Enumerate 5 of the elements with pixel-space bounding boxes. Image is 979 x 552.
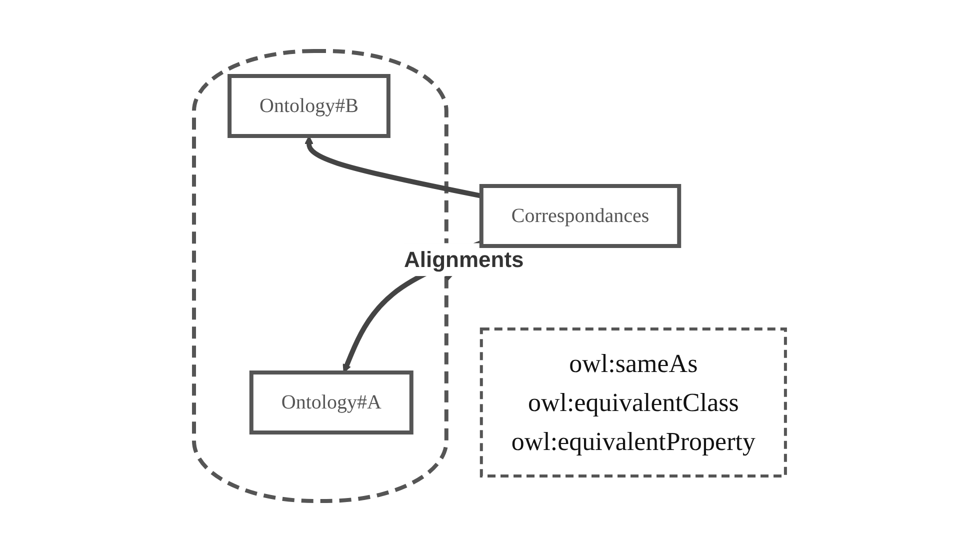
node-box: Ontology#A <box>249 370 414 434</box>
node-box: Correspondances <box>479 184 681 248</box>
node-box: owl:sameAs owl:equivalentClass owl:equivalentProperty <box>480 328 787 478</box>
edge-label: Alignments <box>404 247 524 272</box>
node-box: Ontology#B <box>227 74 390 138</box>
